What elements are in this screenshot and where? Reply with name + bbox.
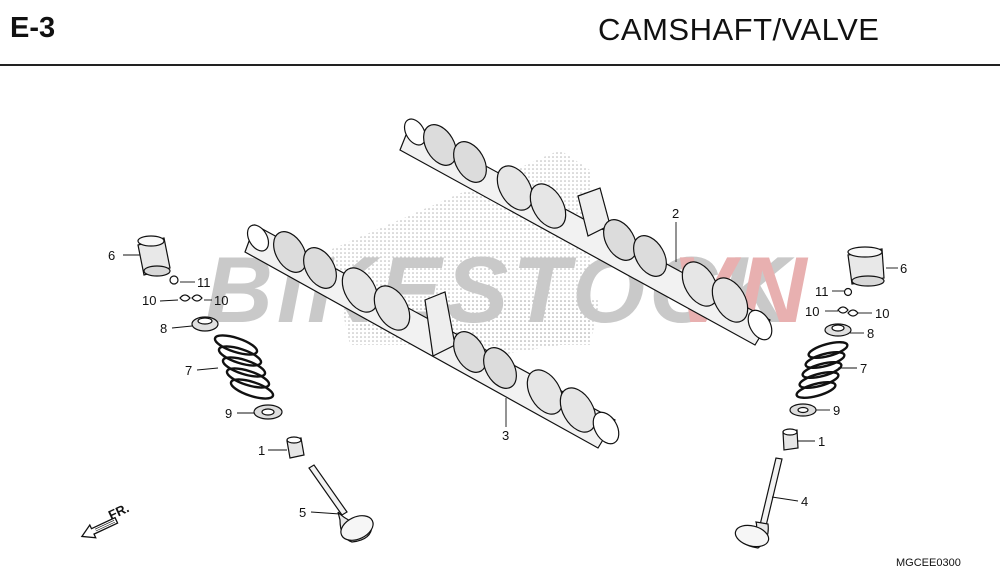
callout-7-right: 7 xyxy=(860,361,867,376)
upper-camshaft xyxy=(399,118,773,346)
callout-6-right: 6 xyxy=(900,261,907,276)
callout-9-left: 9 xyxy=(225,406,232,421)
left-cotter-a xyxy=(179,294,191,302)
callout-7-left: 7 xyxy=(185,363,192,378)
right-valve-lifter xyxy=(847,246,885,287)
callout-5: 5 xyxy=(299,505,306,520)
lower-camshaft xyxy=(244,224,620,449)
callout-10-left-a: 10 xyxy=(142,293,156,308)
section-code: E-3 xyxy=(10,12,56,44)
right-stem-seal xyxy=(782,428,799,451)
callout-11-left: 11 xyxy=(197,275,211,290)
left-valve-assembly xyxy=(137,235,374,543)
callout-10-left-b: 10 xyxy=(214,293,228,308)
left-valve-spring xyxy=(213,334,275,400)
callout-1-left: 1 xyxy=(258,443,265,458)
front-arrow-icon xyxy=(80,516,119,539)
right-valve xyxy=(734,457,783,549)
right-cotter-b xyxy=(847,309,859,317)
callout-2: 2 xyxy=(672,206,679,221)
callout-10-right-b: 10 xyxy=(875,306,889,321)
callout-6-left: 6 xyxy=(108,248,115,263)
callout-4: 4 xyxy=(801,494,808,509)
left-valve-lifter xyxy=(137,235,171,277)
right-cotter-a xyxy=(837,306,849,314)
header-divider xyxy=(0,64,1000,66)
callout-labels: 6 11 10 10 8 7 9 1 5 2 3 6 11 10 10 8 7 … xyxy=(108,206,907,520)
leader-lines xyxy=(123,222,898,515)
callout-11-right: 11 xyxy=(815,284,829,299)
right-spring-retainer xyxy=(824,323,852,337)
callout-8-left: 8 xyxy=(160,321,167,336)
left-spring-seat xyxy=(253,404,283,420)
callout-9-right: 9 xyxy=(833,403,840,418)
callout-10-right-a: 10 xyxy=(805,304,819,319)
diagram-title: CAMSHAFT/VALVE xyxy=(598,12,880,47)
left-valve xyxy=(308,464,374,543)
callout-8-right: 8 xyxy=(867,326,874,341)
right-valve-assembly xyxy=(734,246,885,549)
right-spring-seat xyxy=(789,403,817,417)
right-shim xyxy=(843,287,853,297)
left-stem-seal xyxy=(286,436,305,459)
callout-3: 3 xyxy=(502,428,509,443)
left-spring-retainer xyxy=(191,316,219,332)
right-valve-spring xyxy=(795,341,849,399)
drawing-reference-code: MGCEE0300 xyxy=(896,557,961,569)
callout-1-right: 1 xyxy=(818,434,825,449)
front-label: FR. xyxy=(106,500,131,522)
left-shim xyxy=(169,275,179,285)
left-cotter-b xyxy=(191,294,203,302)
front-direction-indicator: FR. xyxy=(80,500,131,539)
